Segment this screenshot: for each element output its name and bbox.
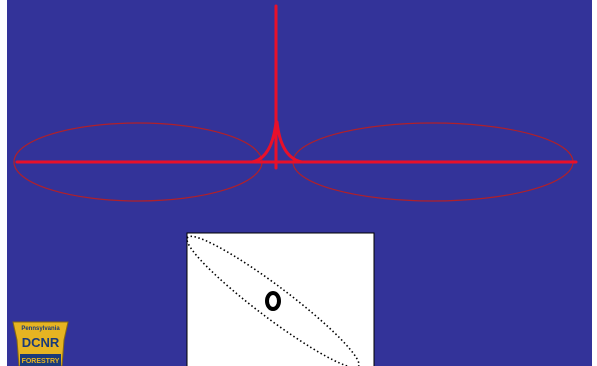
- logo-agency-text: DCNR: [22, 335, 60, 350]
- logo-state-text: Pennsylvania: [21, 326, 60, 332]
- right-border: [592, 0, 597, 366]
- dcnr-logo: Pennsylvania DCNR FORESTRY: [12, 321, 69, 366]
- logo-bureau-band: [20, 354, 61, 366]
- left-border: [0, 0, 7, 366]
- inset-center-ring: [265, 291, 281, 311]
- logo-bureau-text: FORESTRY: [22, 358, 60, 365]
- inset-dotted-ellipse: [186, 235, 360, 366]
- cusp-curve-right: [275, 120, 304, 164]
- cusp-curve-left: [250, 120, 278, 164]
